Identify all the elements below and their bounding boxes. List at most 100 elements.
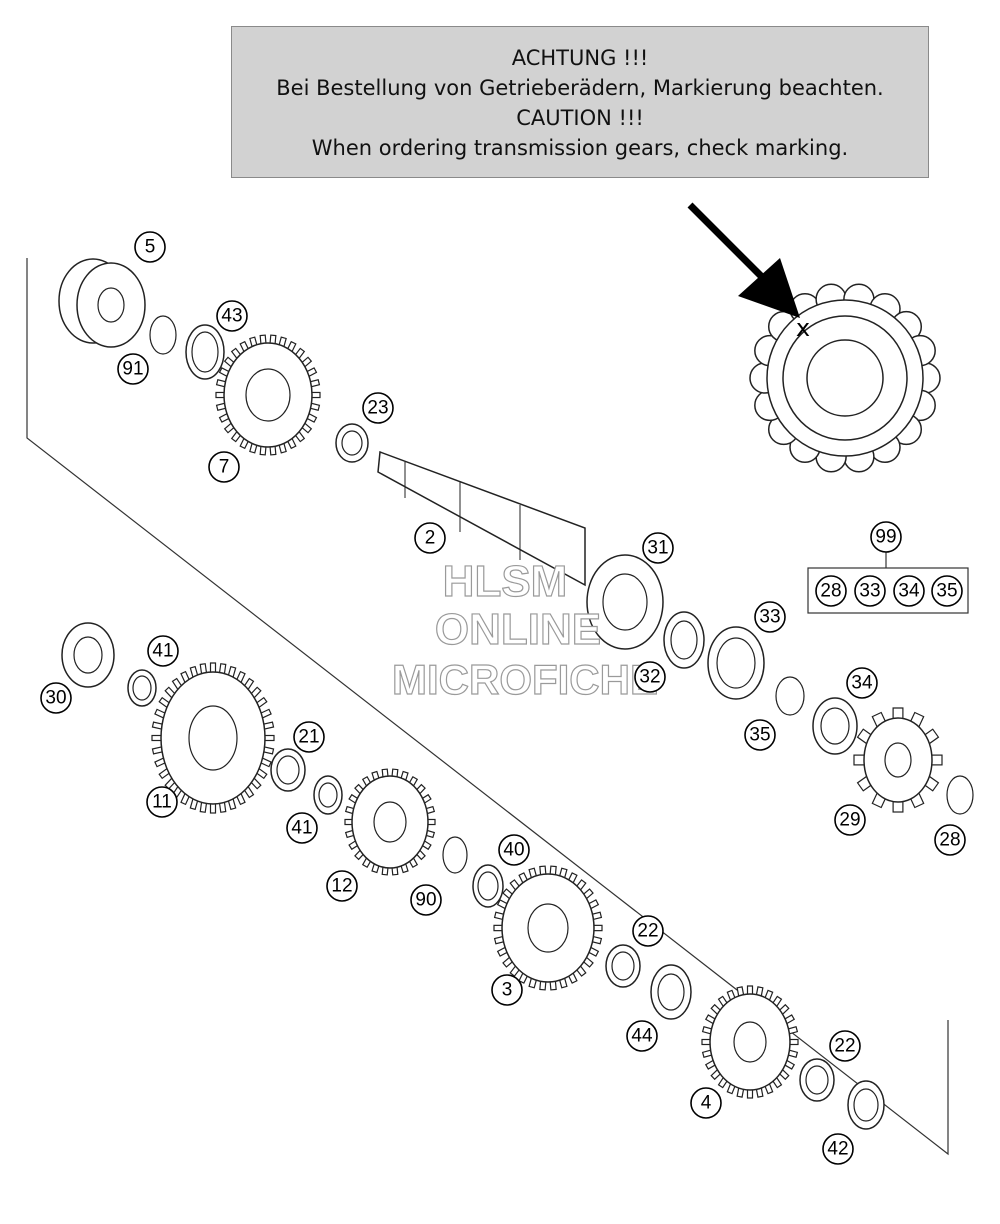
- part-41-washer-b: [313, 775, 343, 815]
- callout-22-a-label: 22: [637, 921, 658, 942]
- callout-43-label: 43: [221, 306, 242, 327]
- watermark-line-2: ONLINE: [435, 605, 601, 654]
- watermark-line-1: HLSM: [443, 557, 568, 606]
- kit-number-label: 99: [875, 527, 896, 548]
- caution-notice: ACHTUNG !!! Bei Bestellung von Getrieber…: [231, 26, 929, 178]
- callout-5: 5: [134, 231, 166, 263]
- part-3-gear: [493, 865, 603, 991]
- callout-32: 32: [634, 661, 666, 693]
- callout-41-a-label: 41: [152, 641, 173, 662]
- callout-30: 30: [40, 682, 72, 714]
- callout-12: 12: [326, 870, 358, 902]
- kit-item-28: 28: [815, 575, 847, 607]
- part-43-washer: [185, 324, 225, 380]
- part-28-circlip: [946, 775, 974, 815]
- callout-4-label: 4: [701, 1093, 712, 1114]
- kit-item-33: 33: [854, 575, 886, 607]
- kit-item-28-label: 28: [820, 581, 841, 602]
- callout-90: 90: [410, 884, 442, 916]
- callout-40: 40: [498, 834, 530, 866]
- kit-item-35-label: 35: [936, 581, 957, 602]
- kit-item-33-label: 33: [859, 581, 880, 602]
- callout-21-label: 21: [298, 727, 319, 748]
- callout-41-b: 41: [286, 812, 318, 844]
- callout-35: 35: [744, 719, 776, 751]
- assembly-boundary: [26, 258, 949, 1156]
- callout-2-label: 2: [425, 528, 436, 549]
- part-22-bushing-a: [605, 944, 641, 988]
- callout-7: 7: [208, 451, 240, 483]
- callout-23-label: 23: [367, 398, 388, 419]
- callout-33: 33: [754, 601, 786, 633]
- gear-marking-x: x: [796, 314, 810, 342]
- callout-31-label: 31: [647, 538, 668, 559]
- callout-11-label: 11: [152, 792, 172, 813]
- callout-29-label: 29: [839, 810, 860, 831]
- callout-43: 43: [216, 300, 248, 332]
- notice-line-1: ACHTUNG !!!: [511, 46, 649, 70]
- arrow-icon: [687, 202, 800, 318]
- callout-99: 99: [870, 521, 902, 553]
- part-33-seal: [707, 626, 765, 700]
- part-35-oring: [775, 676, 805, 716]
- callout-7-label: 7: [219, 457, 230, 478]
- part-91-circlip: [149, 315, 177, 355]
- callout-30-label: 30: [45, 688, 66, 709]
- part-31-bearing: [586, 554, 664, 650]
- callout-90-label: 90: [415, 890, 436, 911]
- callout-28-label: 28: [939, 830, 960, 851]
- callout-3-label: 3: [502, 980, 513, 1001]
- watermark-line-3: MICROFICHE: [392, 656, 658, 703]
- part-40-washer: [472, 864, 504, 908]
- part-23-bushing: [335, 423, 369, 463]
- part-4-gear: [701, 985, 799, 1099]
- part-22-bushing-b: [799, 1058, 835, 1102]
- callout-41-a: 41: [147, 635, 179, 667]
- callout-91: 91: [117, 353, 149, 385]
- callout-42: 42: [822, 1133, 854, 1165]
- notice-line-4: When ordering transmission gears, check …: [311, 136, 849, 160]
- part-29-sprocket: [853, 707, 943, 813]
- callout-4: 4: [690, 1087, 722, 1119]
- callout-5-label: 5: [145, 237, 156, 258]
- callout-12-label: 12: [331, 876, 352, 897]
- callout-11: 11: [146, 786, 178, 818]
- part-44-washer: [650, 964, 692, 1020]
- part-7-gear: [215, 334, 321, 456]
- part-90-circlip: [442, 836, 468, 874]
- callout-35-label: 35: [749, 725, 770, 746]
- callout-29: 29: [834, 804, 866, 836]
- part-2-shaft: [377, 450, 586, 587]
- callout-2: 2: [414, 522, 446, 554]
- callout-28: 28: [934, 824, 966, 856]
- notice-line-2: Bei Bestellung von Getrieberädern, Marki…: [276, 76, 884, 100]
- callout-33-label: 33: [759, 607, 780, 628]
- part-21-bushing: [270, 748, 306, 792]
- callout-44-label: 44: [631, 1026, 653, 1047]
- callout-44: 44: [626, 1020, 658, 1052]
- callout-91-label: 91: [122, 359, 143, 380]
- part-34-bushing: [812, 697, 858, 755]
- notice-line-3: CAUTION !!!: [516, 106, 644, 130]
- callout-3: 3: [491, 974, 523, 1006]
- callout-34: 34: [846, 667, 878, 699]
- marked-gear-detail: [749, 283, 941, 473]
- callout-42-label: 42: [827, 1139, 848, 1160]
- part-5-gear: [58, 258, 146, 348]
- kit-item-34: 34: [893, 575, 925, 607]
- part-12-gear: [344, 768, 436, 876]
- callout-21: 21: [293, 721, 325, 753]
- callout-22-b: 22: [829, 1030, 861, 1062]
- part-32-spacer: [663, 611, 705, 669]
- part-30-bearing: [61, 622, 115, 688]
- kit-item-34-label: 34: [898, 581, 920, 602]
- callout-23: 23: [362, 392, 394, 424]
- callout-22-a: 22: [632, 915, 664, 947]
- callout-32-label: 32: [639, 667, 660, 688]
- callout-22-b-label: 22: [834, 1036, 855, 1057]
- callout-31: 31: [642, 532, 674, 564]
- part-11-gear: [151, 662, 275, 814]
- part-41-washer-a: [127, 669, 157, 707]
